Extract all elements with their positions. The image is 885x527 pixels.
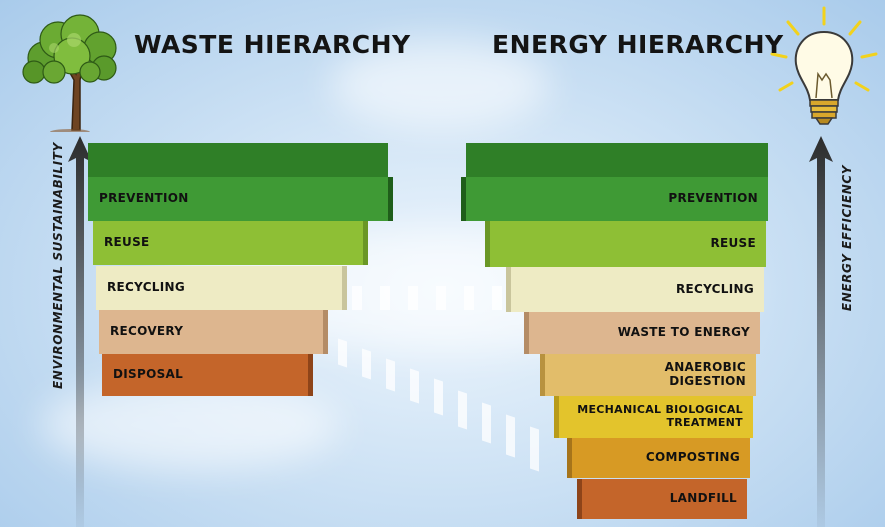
energy-level-waste-to-energy: WASTE TO ENERGY <box>524 312 760 354</box>
tree-icon <box>22 14 117 132</box>
energy-hierarchy-title: ENERGY HIERARCHY <box>492 30 784 59</box>
energy-level-mechanical-biological-treatment: MECHANICAL BIOLOGICAL TREATMENT <box>554 396 753 438</box>
energy-level-composting: COMPOSTING <box>567 438 750 478</box>
environmental-sustainability-label: ENVIRONMENTAL SUSTAINABILITY <box>51 142 65 389</box>
waste-hierarchy-title: WASTE HIERARCHY <box>134 30 411 59</box>
energy-level-anaerobic-digestion: ANAEROBIC DIGESTION <box>540 354 756 396</box>
waste-level-reuse: REUSE <box>93 221 368 265</box>
sustainability-arrow-icon <box>68 136 92 527</box>
energy-level-prevention: PREVENTION <box>461 177 768 221</box>
energy-stack-top <box>466 143 768 177</box>
energy-level-recycling: RECYCLING <box>506 267 764 312</box>
light-bulb-icon <box>770 6 878 125</box>
energy-level-landfill: LANDFILL <box>577 479 747 519</box>
efficiency-arrow-icon <box>809 136 833 527</box>
energy-efficiency-label: ENERGY EFFICIENCY <box>840 164 854 312</box>
waste-level-recycling: RECYCLING <box>96 266 347 310</box>
waste-level-recovery: RECOVERY <box>99 310 328 354</box>
energy-level-reuse: REUSE <box>485 221 766 267</box>
waste-level-disposal: DISPOSAL <box>102 354 313 396</box>
waste-level-prevention: PREVENTION <box>88 177 393 221</box>
waste-stack-top <box>88 143 388 177</box>
